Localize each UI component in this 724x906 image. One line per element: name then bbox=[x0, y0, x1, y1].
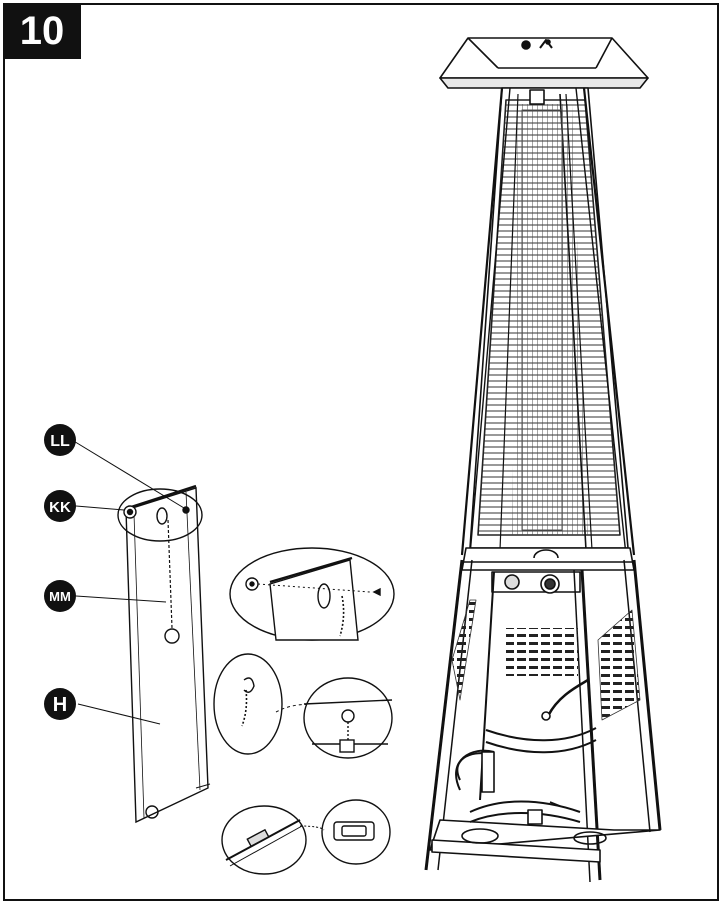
callout-mm: MM bbox=[44, 580, 76, 612]
callout-mm-label: MM bbox=[49, 589, 71, 604]
detail-wire-hook-right bbox=[303, 677, 393, 759]
callout-ll-label: LL bbox=[50, 433, 70, 450]
heater-lower-cabinet bbox=[424, 559, 662, 883]
glass-panel-h bbox=[117, 484, 211, 824]
callout-kk: KK bbox=[44, 490, 76, 522]
heater-control-band bbox=[461, 547, 635, 594]
detail-bolt-assembly bbox=[229, 547, 395, 641]
callout-leaders bbox=[71, 439, 185, 725]
detail-bottom-clip-left bbox=[221, 805, 307, 875]
callout-h-label: H bbox=[53, 694, 67, 716]
callout-ll: LL bbox=[44, 424, 76, 456]
heater-mesh-section bbox=[460, 87, 636, 556]
heater-top-hood bbox=[439, 37, 649, 89]
patio-heater bbox=[424, 37, 662, 883]
step-number-badge: 10 bbox=[3, 3, 81, 59]
callout-h: H bbox=[44, 688, 76, 720]
detail-wire-hook-left bbox=[213, 653, 347, 755]
detail-bottom-clip-right bbox=[299, 799, 391, 865]
callout-kk-label: KK bbox=[49, 499, 71, 516]
